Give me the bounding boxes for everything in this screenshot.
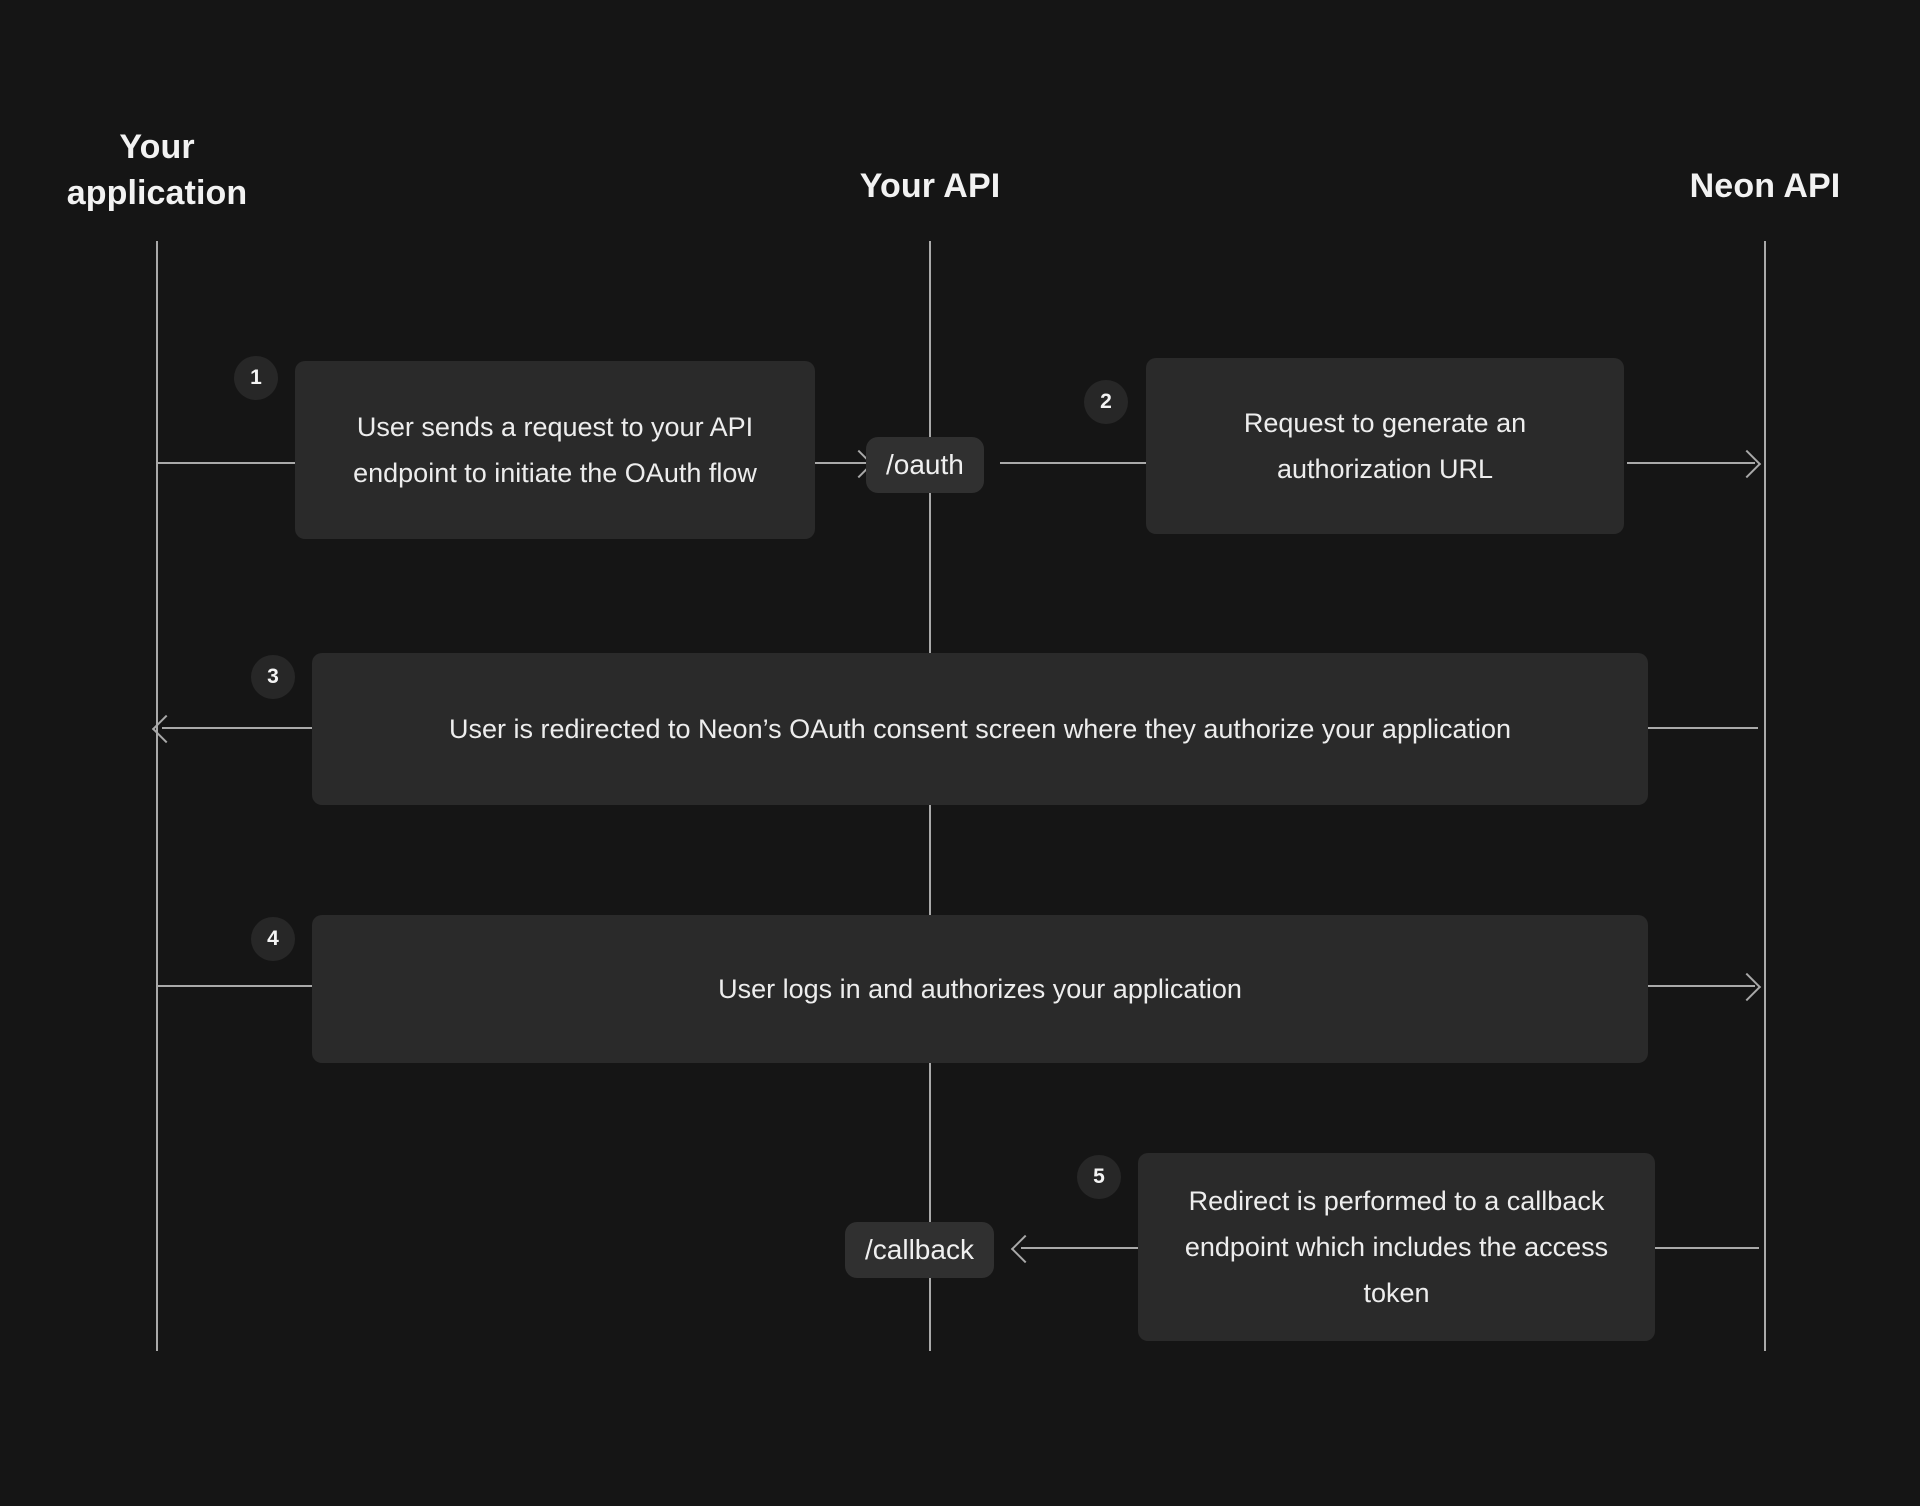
lane-title-your-api: Your API — [859, 167, 1001, 205]
step-message-4-text: User logs in and authorizes your applica… — [718, 974, 1242, 1004]
step-badge-5: 5 — [1077, 1155, 1121, 1199]
step-badge-2: 2 — [1084, 380, 1128, 424]
arrowhead-step-4 — [1732, 972, 1762, 1002]
step-badge-3: 3 — [251, 655, 295, 699]
step-message-3: User is redirected to Neon’s OAuth conse… — [312, 653, 1648, 805]
step-message-5-text: Redirect is performed to a callback endp… — [1184, 1186, 1609, 1308]
lane-title-neon-api: Neon API — [1689, 167, 1841, 205]
connector-step-4-right — [1648, 985, 1755, 987]
connector-step-3-right — [1648, 727, 1758, 729]
arrowhead-step-2 — [1732, 449, 1762, 479]
step-badge-4: 4 — [251, 917, 295, 961]
endpoint-pill-callback[interactable]: /callback — [845, 1222, 994, 1278]
connector-step-4-left — [157, 985, 312, 987]
arrowhead-step-5 — [1010, 1234, 1040, 1264]
connector-step-2-right — [1627, 462, 1755, 464]
step-badge-1: 1 — [234, 356, 278, 400]
step-message-1: User sends a request to your API endpoin… — [295, 361, 815, 539]
step-message-4: User logs in and authorizes your applica… — [312, 915, 1648, 1063]
connector-step-5-right — [1655, 1247, 1759, 1249]
step-message-3-text: User is redirected to Neon’s OAuth conse… — [448, 714, 1512, 744]
endpoint-pill-oauth[interactable]: /oauth — [866, 437, 984, 493]
lifeline-your-application — [156, 241, 158, 1351]
connector-step-5-left — [1021, 1247, 1138, 1249]
step-message-1-text: User sends a request to your API endpoin… — [353, 412, 757, 488]
lane-title-your-application: Your application — [66, 128, 248, 212]
lifeline-neon-api — [1764, 241, 1766, 1351]
connector-step-3-left — [162, 727, 312, 729]
step-message-2: Request to generate an authorization URL — [1146, 358, 1624, 534]
connector-step-2-left — [1000, 462, 1150, 464]
step-message-5: Redirect is performed to a callback endp… — [1138, 1153, 1655, 1341]
step-message-2-text: Request to generate an authorization URL — [1243, 408, 1527, 484]
